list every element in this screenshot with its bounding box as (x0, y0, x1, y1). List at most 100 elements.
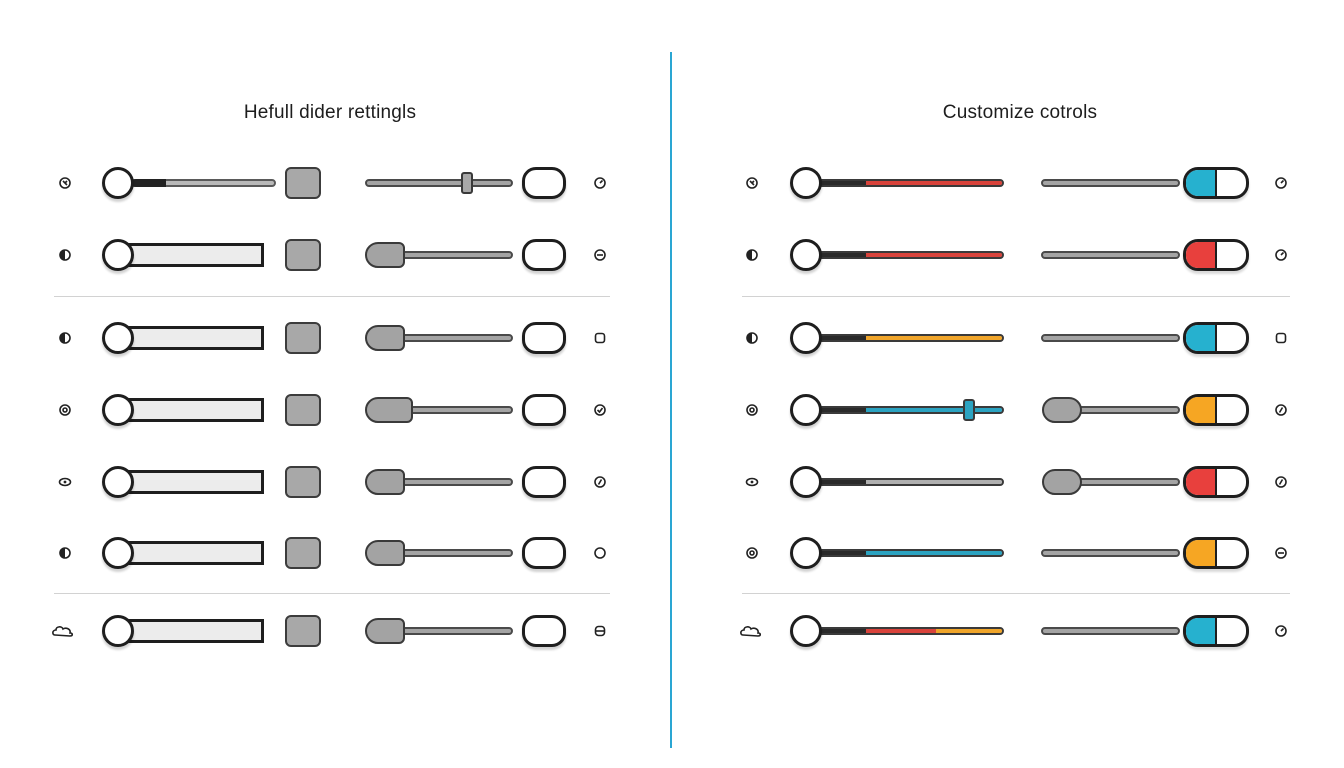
colored-slider-track[interactable] (818, 549, 1004, 557)
color-toggle-switch[interactable] (1183, 394, 1249, 426)
toggle-color-half (1186, 540, 1216, 566)
control-row (0, 235, 1344, 275)
slider-knob[interactable] (102, 322, 134, 354)
color-toggle-switch[interactable] (1183, 322, 1249, 354)
range-slider-track[interactable] (1076, 406, 1180, 414)
slider-knob[interactable] (790, 466, 822, 498)
range-slider-handle[interactable] (365, 397, 413, 423)
square-button[interactable] (285, 239, 321, 271)
colored-slider-track[interactable] (818, 334, 1004, 342)
range-slider-thumb[interactable] (461, 172, 473, 194)
slider-knob[interactable] (790, 537, 822, 569)
half-circle-icon (58, 248, 72, 262)
slider-knob[interactable] (102, 615, 134, 647)
range-slider-handle[interactable] (365, 242, 405, 268)
square-button[interactable] (285, 394, 321, 426)
settings-icon (58, 403, 72, 417)
toggle-divider (1215, 325, 1217, 351)
clock-icon (1274, 176, 1288, 190)
toggle-color-half (1186, 469, 1216, 495)
color-toggle-switch[interactable] (1183, 239, 1249, 271)
slider-color-segment (936, 629, 1002, 633)
colored-slider-track[interactable] (818, 406, 1004, 414)
colored-slider-track[interactable] (818, 251, 1004, 259)
slider-knob[interactable] (102, 466, 134, 498)
control-row (0, 611, 670, 651)
color-toggle-switch[interactable] (1183, 537, 1249, 569)
settings-icon (745, 403, 759, 417)
slider-knob[interactable] (790, 239, 822, 271)
eye-icon (58, 475, 72, 489)
slash-circle-icon (1274, 403, 1288, 417)
toggle-color-half (1186, 170, 1216, 196)
range-slider-handle[interactable] (365, 325, 405, 351)
range-slider-handle[interactable] (365, 618, 405, 644)
range-slider-handle[interactable] (365, 540, 405, 566)
slider-color-segment (866, 336, 1002, 340)
toggle-switch[interactable] (522, 239, 566, 271)
color-toggle-switch[interactable] (1183, 615, 1249, 647)
right-separator-1 (742, 296, 1290, 297)
control-row (0, 235, 670, 275)
slider-box-track[interactable] (128, 541, 264, 565)
square-button[interactable] (285, 615, 321, 647)
slider-dark-segment (820, 253, 866, 257)
toggle-switch[interactable] (522, 466, 566, 498)
toggle-color-half (1186, 618, 1216, 644)
slider-thumb[interactable] (963, 399, 975, 421)
toggle-divider (1215, 170, 1217, 196)
square-button[interactable] (285, 322, 321, 354)
range-slider-track[interactable] (1041, 251, 1180, 259)
toggle-color-half (1186, 242, 1216, 268)
square-button[interactable] (285, 167, 321, 199)
slider-knob[interactable] (790, 394, 822, 426)
range-slider-track[interactable] (1041, 334, 1180, 342)
toggle-switch[interactable] (522, 537, 566, 569)
toggle-switch[interactable] (522, 615, 566, 647)
control-row (0, 533, 670, 573)
half-circle-icon (745, 331, 759, 345)
slider-knob[interactable] (790, 167, 822, 199)
slash-circle-icon (593, 475, 607, 489)
colored-slider-track[interactable] (818, 627, 1004, 635)
toggle-switch[interactable] (522, 394, 566, 426)
left-panel-title: Hefull dider rettingls (243, 102, 417, 123)
half-circle-icon (58, 546, 72, 560)
square-button[interactable] (285, 466, 321, 498)
slider-color-segment (866, 629, 936, 633)
color-toggle-switch[interactable] (1183, 167, 1249, 199)
control-row (0, 462, 670, 502)
slider-box-track[interactable] (128, 326, 264, 350)
customize-controls-panel: Customize cotrols (674, 0, 1344, 768)
colored-slider-track[interactable] (818, 179, 1004, 187)
range-slider-track[interactable] (1041, 549, 1180, 557)
slider-knob[interactable] (790, 322, 822, 354)
database-icon (593, 624, 607, 638)
range-slider-track[interactable] (1041, 179, 1180, 187)
range-slider-handle[interactable] (1042, 469, 1082, 495)
range-slider-handle[interactable] (365, 469, 405, 495)
color-toggle-switch[interactable] (1183, 466, 1249, 498)
slider-knob[interactable] (102, 394, 134, 426)
slider-knob[interactable] (790, 615, 822, 647)
minus-circle-icon (593, 248, 607, 262)
slider-knob[interactable] (102, 239, 134, 271)
slider-knob[interactable] (102, 537, 134, 569)
slider-fill (132, 179, 166, 187)
square-button[interactable] (285, 537, 321, 569)
slider-knob[interactable] (102, 167, 134, 199)
toggle-switch[interactable] (522, 167, 566, 199)
range-slider-track[interactable] (1076, 478, 1180, 486)
colored-slider-track[interactable] (818, 478, 1004, 486)
toggle-divider (1215, 242, 1217, 268)
toggle-switch[interactable] (522, 322, 566, 354)
range-slider-track[interactable] (1041, 627, 1180, 635)
range-slider-track[interactable] (365, 179, 513, 187)
half-circle-icon (745, 248, 759, 262)
cloud-icon (740, 624, 762, 638)
range-slider-handle[interactable] (1042, 397, 1082, 423)
left-separator-2 (54, 593, 610, 594)
control-row (0, 533, 1344, 573)
control-row (0, 163, 670, 203)
slider-dark-segment (820, 336, 866, 340)
